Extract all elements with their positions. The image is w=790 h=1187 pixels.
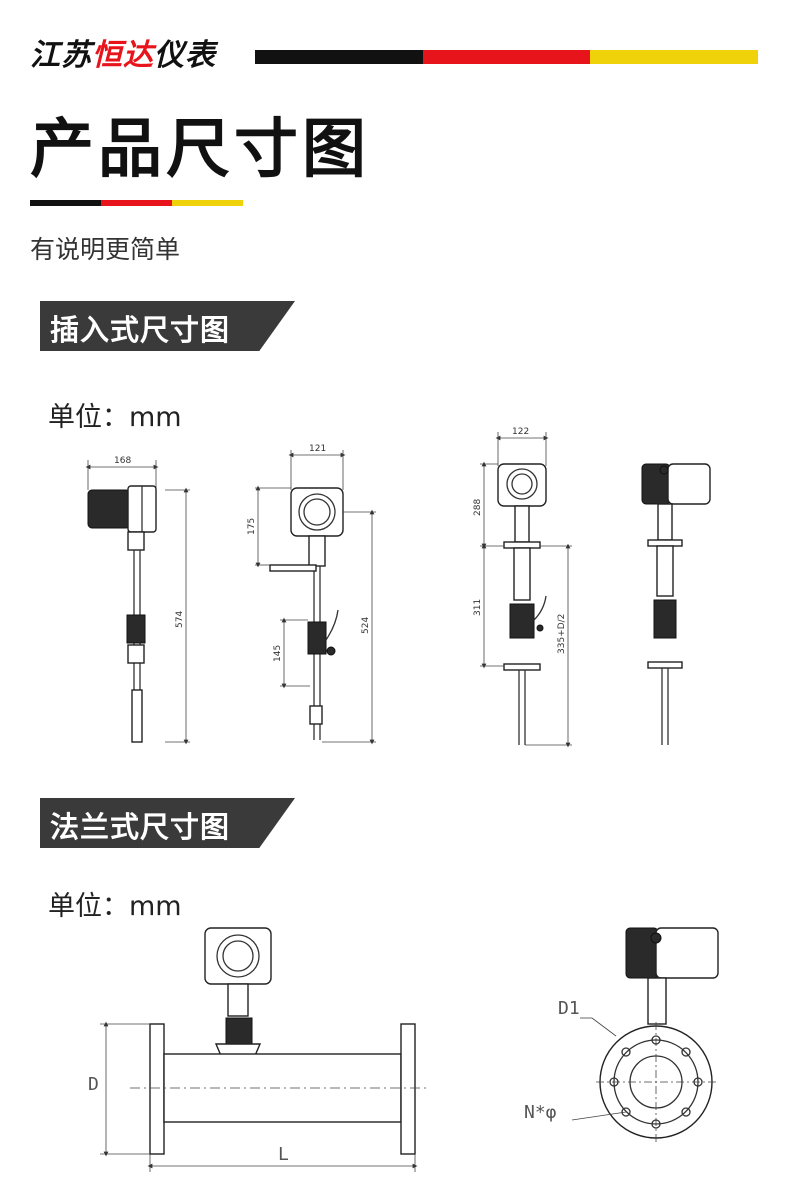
unit-label-flange: 单位：mm [48, 891, 182, 922]
section-banner-flange: 法兰式尺寸图 [40, 798, 295, 848]
dim-text: 288 [473, 499, 483, 516]
insertion-drawing-side: 168 574 [85, 456, 190, 745]
label-bolt-holes: N*φ [524, 1102, 557, 1123]
flange-drawing-side: D L [88, 927, 430, 1172]
dim-text: 122 [512, 427, 529, 437]
bar-black [255, 50, 423, 64]
dim-text: 335+D/2 [557, 614, 567, 654]
section-banner-label: 插入式尺寸图 [50, 313, 231, 347]
unit-label-insertion: 单位：mm [48, 402, 182, 433]
brand-suffix: 仪表 [154, 38, 216, 73]
brand-highlight: 恒达 [92, 38, 154, 73]
dim-text: 524 [361, 617, 371, 634]
section-banner-insertion: 插入式尺寸图 [40, 301, 295, 351]
title-underline [30, 200, 243, 206]
flange-drawing-front: D1 N*φ [524, 927, 719, 1142]
dim-text: 574 [175, 611, 185, 628]
dim-text: 121 [309, 444, 326, 454]
dim-text: 168 [114, 456, 131, 466]
brand-name: 江苏恒达仪表 [30, 30, 216, 74]
underline-black [30, 200, 101, 206]
brand-prefix: 江苏 [30, 38, 92, 73]
insertion-drawing-front: 121 175 145 524 [247, 444, 376, 745]
underline-red [101, 200, 172, 206]
page-title: 产品尺寸图 [30, 113, 370, 187]
bar-yellow [590, 50, 759, 64]
brand-color-bar [255, 50, 759, 64]
insertion-drawing-valve-side [641, 463, 711, 745]
section-banner-label: 法兰式尺寸图 [50, 810, 231, 844]
label-diameter: D [88, 1074, 99, 1095]
underline-yellow [172, 200, 243, 206]
label-flange-d1: D1 [558, 998, 580, 1019]
dim-text: 311 [473, 599, 483, 616]
page-subtitle: 有说明更简单 [30, 235, 181, 264]
insertion-drawing-valve-front: 122 288 311 335+D/2 [473, 427, 572, 748]
bar-red [422, 50, 591, 64]
label-length: L [278, 1144, 289, 1165]
dim-text: 145 [273, 645, 283, 662]
dim-text: 175 [247, 518, 257, 535]
